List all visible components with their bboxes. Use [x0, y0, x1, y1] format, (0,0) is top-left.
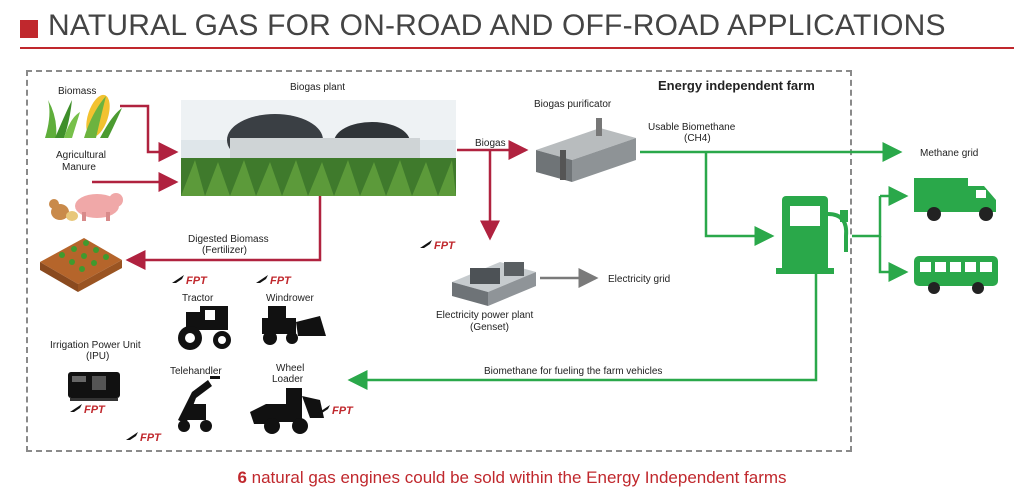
fpt-logo-windrower: FPT	[256, 275, 292, 287]
svg-text:FPT: FPT	[434, 240, 456, 252]
label-usable-biomethane-2: (CH4)	[684, 133, 711, 144]
farm-boundary-frame	[26, 70, 852, 452]
svg-text:FPT: FPT	[332, 405, 354, 417]
red-flow-arrows	[92, 104, 529, 270]
fpt-logo-tractor: FPT	[172, 275, 208, 287]
tractor-icon	[178, 306, 231, 350]
label-agri-manure-1: Agricultural	[56, 150, 107, 161]
arrow-pump-to-fueling	[347, 274, 818, 390]
arrow-biomethane-to-pump	[704, 152, 775, 246]
label-digested-1: Digested Biomass	[188, 234, 269, 245]
label-biomass: Biomass	[58, 86, 97, 97]
label-telehandler: Telehandler	[170, 366, 222, 377]
frame-label: Energy independent farm	[658, 78, 815, 93]
label-tractor: Tractor	[182, 293, 214, 304]
label-ipu-2: (IPU)	[86, 351, 110, 362]
label-agri-manure-2: Manure	[62, 162, 96, 173]
header-divider	[20, 47, 1014, 49]
bus-icon	[914, 256, 998, 294]
label-wheel-1: Wheel	[276, 363, 305, 374]
genset-image	[452, 262, 536, 306]
telehandler-icon	[178, 376, 220, 432]
label-digested-2: (Fertilizer)	[202, 245, 247, 256]
biogas-purificator-image	[536, 118, 636, 182]
label-power-plant-1: Electricity power plant	[436, 310, 534, 321]
label-biomethane-fueling: Biomethane for fueling the farm vehicles	[484, 366, 663, 377]
fpt-logo-loader: FPT	[318, 405, 354, 417]
svg-text:FPT: FPT	[84, 404, 106, 416]
footer-statement: 6 natural gas engines could be sold with…	[0, 468, 1024, 488]
label-biogas-plant: Biogas plant	[290, 82, 346, 93]
arrow-pump-to-bus	[878, 236, 909, 282]
label-usable-biomethane-1: Usable Biomethane	[648, 122, 736, 133]
biomass-plants-icon	[45, 94, 122, 138]
windrower-icon	[262, 306, 326, 345]
svg-text:FPT: FPT	[186, 275, 208, 287]
fertilized-field-icon	[40, 238, 122, 292]
label-wheel-2: Loader	[272, 374, 304, 385]
biogas-plant-image	[181, 100, 456, 196]
label-biogas-purificator: Biogas purificator	[534, 99, 612, 110]
svg-text:FPT: FPT	[140, 432, 162, 444]
fuel-pump-icon	[776, 196, 849, 274]
truck-icon	[914, 178, 996, 221]
fpt-logo-genset: FPT	[420, 240, 456, 252]
fpt-logo-telehandler: FPT	[126, 432, 162, 444]
arrow-biomass-to-plant	[120, 104, 179, 162]
label-ipu-1: Irrigation Power Unit	[50, 340, 141, 351]
label-biogas: Biogas	[475, 138, 506, 149]
green-flow-arrows	[347, 142, 909, 390]
svg-text:FPT: FPT	[270, 275, 292, 287]
farm-animals-icon	[49, 193, 123, 221]
page-title: NATURAL GAS FOR ON-ROAD AND OFF-ROAD APP…	[48, 9, 946, 42]
label-power-plant-2: (Genset)	[470, 322, 509, 333]
footer-count: 6	[237, 468, 247, 487]
footer-text: natural gas engines could be sold within…	[246, 468, 787, 487]
arrow-digested-to-field	[125, 196, 322, 270]
label-electricity-grid: Electricity grid	[608, 274, 671, 285]
header-accent-square	[20, 20, 38, 38]
ipu-icon	[68, 372, 120, 401]
arrow-pump-branch	[852, 196, 882, 238]
wheel-loader-icon	[250, 388, 324, 434]
label-windrower: Windrower	[266, 293, 314, 304]
fpt-logo-ipu: FPT	[70, 404, 106, 416]
fpt-logos: FPT FPT FPT FPT FPT FPT	[70, 240, 456, 444]
label-methane-grid: Methane grid	[920, 148, 979, 159]
